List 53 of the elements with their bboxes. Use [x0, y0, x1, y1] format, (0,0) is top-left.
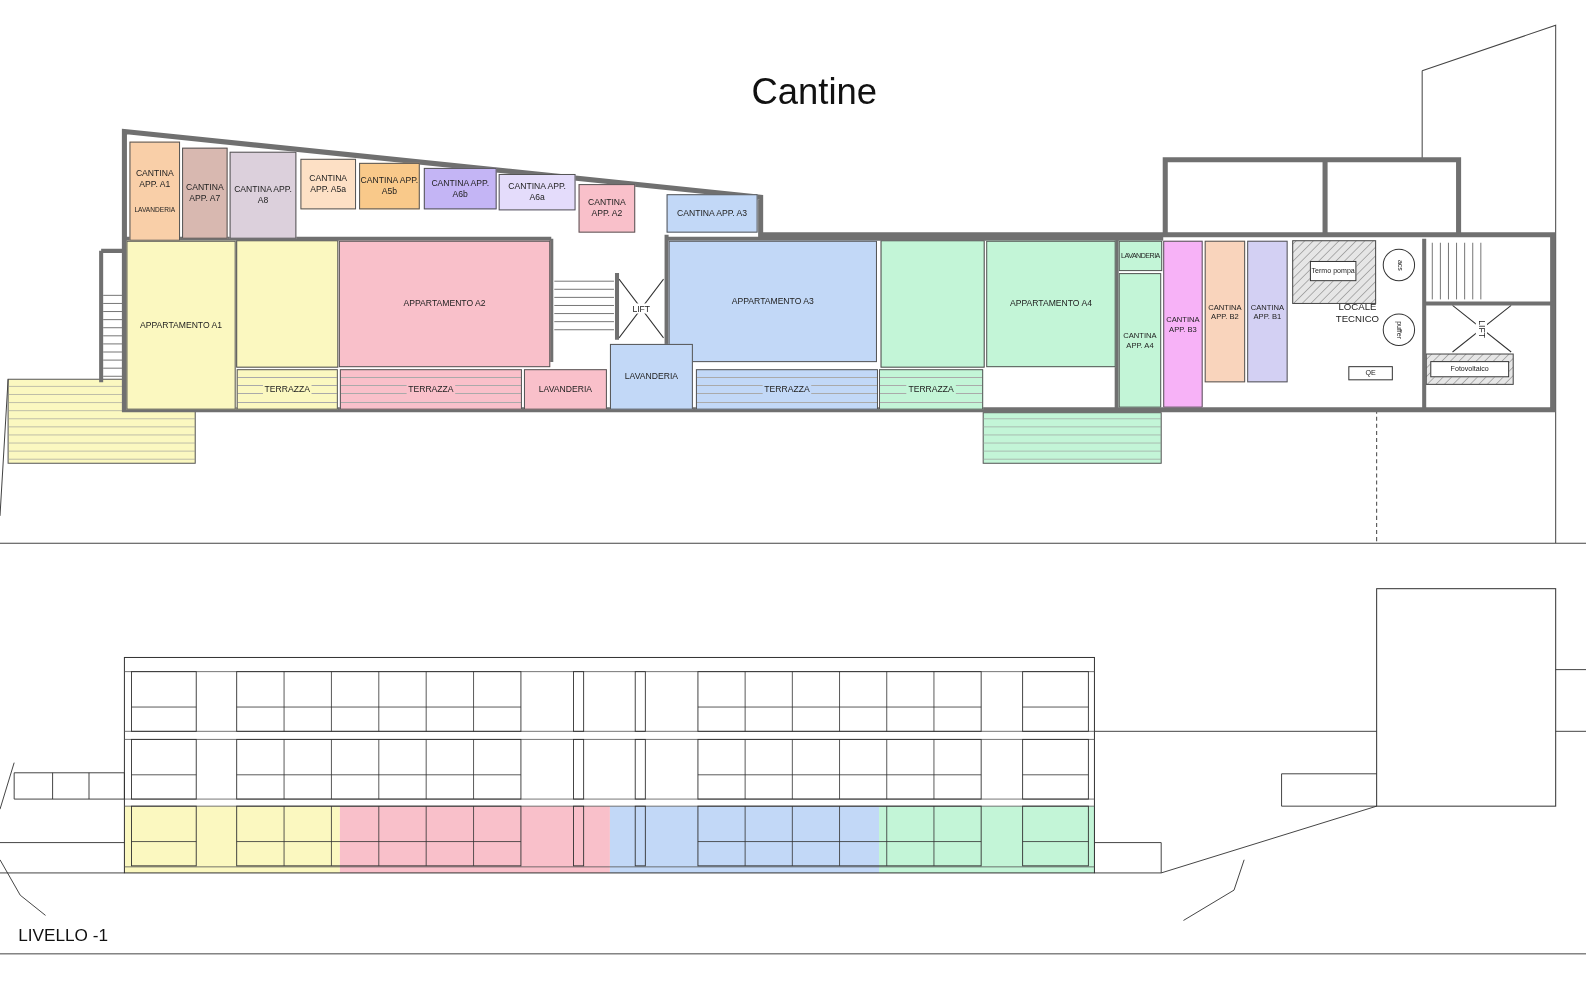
room-label: CANTINA APP. A5a: [308, 173, 349, 195]
room-label: LOCALE TECNICO: [1334, 300, 1381, 325]
title: Cantine: [750, 70, 878, 114]
tank-circle: [1382, 313, 1416, 346]
room-label: LAVANDERIA: [538, 384, 593, 395]
room-label: CANTINA APP. A6b: [430, 177, 491, 200]
terrace-area: [879, 369, 984, 410]
room-label: APPARTAMENTO A4: [1009, 298, 1092, 310]
room-area: [609, 343, 693, 410]
room-area: [229, 151, 297, 239]
tank-circle: [1382, 248, 1416, 282]
room-area: [1204, 240, 1246, 383]
room-area: [668, 240, 877, 363]
equipment-box: [1309, 260, 1357, 282]
room-area: [182, 147, 228, 239]
room-label: CANTINA APP. A8: [233, 184, 293, 206]
room-label: TERRAZZA: [762, 384, 812, 395]
room-area: [523, 369, 607, 410]
room-area: [498, 174, 576, 211]
room-area: [129, 141, 181, 241]
equipment-box: [1430, 361, 1510, 378]
terrace-area: [236, 369, 338, 410]
room-area: [423, 167, 497, 210]
room-area: [359, 162, 420, 210]
room-area: [578, 184, 636, 233]
room-label: APPARTAMENTO A2: [403, 298, 486, 310]
room-label: CANTINA APP. A1: [134, 168, 175, 190]
room-label: CANTINA APP. A3: [677, 208, 748, 219]
room-label: LAVANDERIA: [624, 371, 678, 383]
equipment-box: [1348, 366, 1393, 381]
room-label: TERRAZZA: [406, 384, 456, 395]
room-area: [300, 158, 357, 210]
terrace-area: [339, 369, 522, 410]
room-label: APPARTAMENTO A1: [140, 319, 223, 331]
room-area: [1247, 240, 1288, 383]
level-label: LIVELLO -1: [18, 925, 109, 946]
lift-label: LIFT: [1476, 318, 1488, 339]
room-area: [666, 194, 758, 233]
room-label: TERRAZZA: [262, 384, 312, 395]
room-label: CANTINA APP. A7: [184, 182, 225, 204]
room-area: [1118, 273, 1162, 408]
room-area: [338, 240, 551, 368]
room-area: [1163, 240, 1203, 408]
room-area: [126, 240, 236, 410]
room-label: CANTINA APP. A2: [587, 197, 627, 220]
terrace-area: [695, 369, 878, 410]
room-label: CANTINA APP. A5b: [360, 175, 419, 197]
room-area: [1118, 240, 1163, 272]
lift-label: LIFT: [631, 303, 652, 314]
room-area: [986, 240, 1116, 368]
room-label: CANTINA APP. A6a: [507, 181, 567, 203]
room-label: APPARTAMENTO A3: [731, 296, 814, 307]
room-label: TERRAZZA: [906, 384, 956, 395]
